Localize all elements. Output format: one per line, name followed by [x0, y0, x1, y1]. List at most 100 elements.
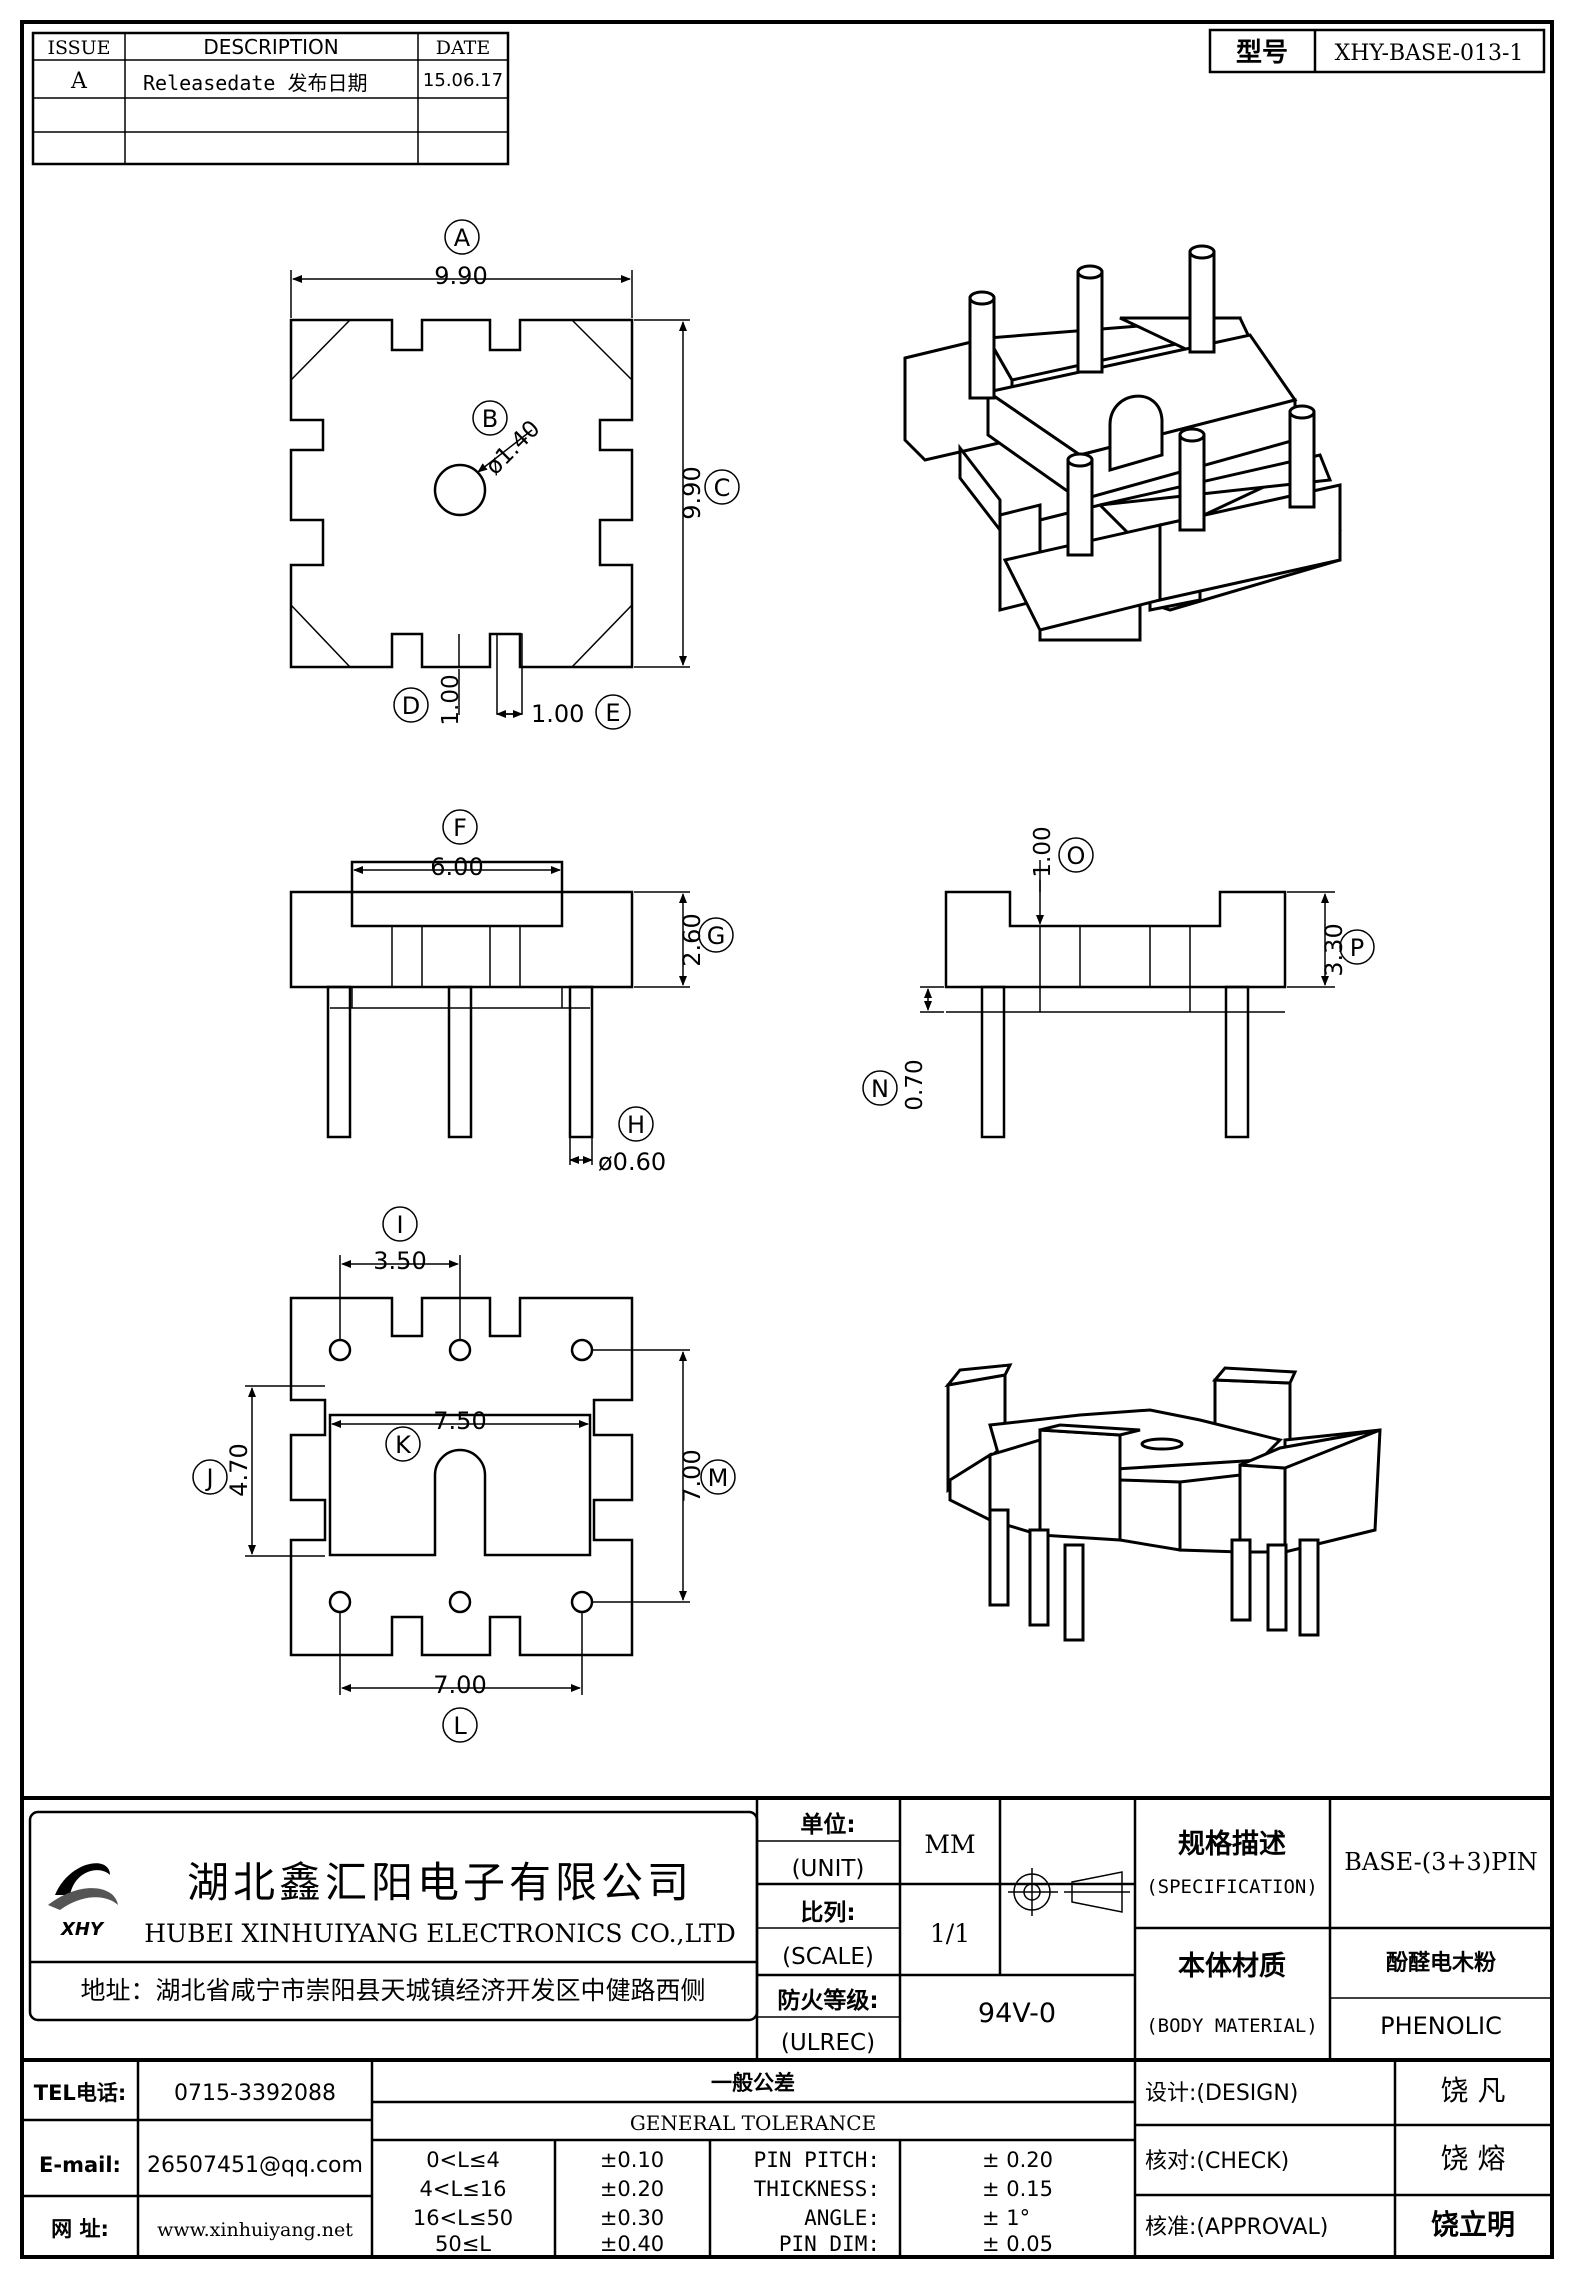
- callout-G: G: [707, 922, 726, 950]
- dim-G: 2.60: [678, 913, 706, 966]
- tolerance-title-cn: 一般公差: [711, 2071, 795, 2095]
- email-value: 26507451@qq.com: [147, 2153, 363, 2178]
- callout-K: K: [395, 1431, 412, 1459]
- spec-label-cn: 规格描述: [1178, 1829, 1286, 1860]
- bottom-view: 3.50 7.50 4.70 7.00 7.00: [225, 1247, 706, 1699]
- side-view: 1.00 3.30 0.70: [902, 826, 1348, 1139]
- design-name: 饶 凡: [1441, 2074, 1506, 2107]
- dim-M: 7.00: [678, 1449, 706, 1502]
- dim-P: 3.30: [1320, 923, 1348, 976]
- dim-L: 7.00: [433, 1671, 486, 1699]
- dim-K: 7.50: [433, 1407, 486, 1435]
- fire-label-cn: 防火等级:: [777, 1987, 878, 2014]
- callout-B: B: [482, 405, 498, 433]
- callout-H: H: [627, 1111, 645, 1139]
- angle-value: ± 1°: [982, 2206, 1030, 2230]
- callout-P: P: [1350, 934, 1364, 962]
- revision-table: ISSUE DESCRIPTION DATE A Releasedate 发布日…: [31, 31, 510, 166]
- isometric-view-bottom: [944, 1363, 1382, 1642]
- spec-label-en: (SPECIFICATION): [1146, 1876, 1318, 1898]
- callout-N: N: [871, 1075, 889, 1103]
- tol-range-2: 4<L≤16: [420, 2177, 507, 2201]
- dim-O: 1.00: [1030, 826, 1056, 877]
- dim-J: 4.70: [225, 1443, 253, 1496]
- callouts: A B C D E F G H I J K L M N O P: [192, 219, 1375, 1743]
- dim-I: 3.50: [373, 1247, 426, 1275]
- top-view: 9.90 ø1.40 9.90 1.00 1.00: [289, 262, 706, 728]
- unit-label-cn: 单位:: [800, 1811, 855, 1838]
- callout-D: D: [402, 692, 420, 720]
- scale-value: 1/1: [930, 1919, 970, 1948]
- unit-value: MM: [924, 1830, 975, 1859]
- tol-value-3: ±0.30: [600, 2206, 664, 2230]
- dim-F: 6.00: [430, 853, 483, 881]
- projection-symbol-icon: [1008, 1868, 1130, 1916]
- tol-value-4: ±0.40: [600, 2232, 664, 2256]
- tol-range-4: 50≤L: [435, 2232, 491, 2256]
- description-header: DESCRIPTION: [203, 35, 338, 59]
- tel-label: TEL电话:: [34, 2081, 126, 2105]
- tol-value-2: ±0.20: [600, 2177, 664, 2201]
- sheet-border: [20, 20, 1554, 2259]
- material-value-cn: 酚醛电木粉: [1386, 1951, 1496, 1976]
- callout-I: I: [396, 1211, 403, 1239]
- callout-L: L: [453, 1712, 467, 1740]
- spec-value: BASE-(3+3)PIN: [1344, 1848, 1538, 1876]
- company-address: 地址：湖北省咸宁市崇阳县天城镇经济开发区中健路西侧: [80, 1976, 705, 2005]
- check-label: 核对:(CHECK): [1145, 2149, 1289, 2174]
- scale-label-en: (SCALE): [782, 1944, 874, 1970]
- issue-value: A: [70, 69, 88, 94]
- callout-A: A: [454, 224, 471, 252]
- model-value: XHY-BASE-013-1: [1335, 41, 1524, 66]
- model-label: 型号: [1236, 38, 1288, 68]
- material-value-en: PHENOLIC: [1380, 2012, 1502, 2040]
- center-hole: [433, 463, 487, 517]
- approval-label: 核准:(APPROVAL): [1145, 2215, 1328, 2240]
- design-label: 设计:(DESIGN): [1145, 2081, 1298, 2106]
- tol-range-1: 0<L≤4: [426, 2148, 500, 2172]
- thickness-label: THICKNESS:: [754, 2177, 880, 2201]
- pin-dim-label: PIN DIM:: [779, 2232, 880, 2256]
- unit-label-en: (UNIT): [792, 1856, 865, 1882]
- dim-H: ø0.60: [598, 1148, 666, 1176]
- material-label-cn: 本体材质: [1178, 1951, 1286, 1982]
- dim-A: 9.90: [434, 262, 487, 290]
- tol-range-3: 16<L≤50: [413, 2206, 513, 2230]
- dim-C: 9.90: [678, 466, 706, 519]
- callout-C: C: [714, 474, 731, 502]
- description-value: Releasedate 发布日期: [143, 71, 368, 95]
- callout-O: O: [1067, 842, 1086, 870]
- company-name-en: HUBEI XINHUIYANG ELECTRONICS CO.,LTD: [144, 1919, 736, 1948]
- callout-M: M: [708, 1464, 729, 1492]
- check-name: 饶 熔: [1441, 2142, 1506, 2175]
- web-value: www.xinhuiyang.net: [157, 2219, 353, 2241]
- pin-dim-value: ± 0.05: [982, 2232, 1053, 2256]
- material-label-en: (BODY MATERIAL): [1146, 2015, 1318, 2037]
- date-value: 15.06.17: [423, 70, 503, 91]
- tel-value: 0715-3392088: [174, 2081, 336, 2106]
- callout-E: E: [605, 699, 620, 727]
- fire-label-en: (ULREC): [781, 2030, 875, 2056]
- fire-value: 94V-0: [978, 1998, 1056, 2029]
- thickness-value: ± 0.15: [982, 2177, 1053, 2201]
- email-label: E-mail:: [39, 2153, 121, 2177]
- pin-pitch-value: ± 0.20: [982, 2148, 1053, 2172]
- pin-pitch-label: PIN PITCH:: [754, 2148, 880, 2172]
- front-view: 6.00 2.60 ø0.60: [289, 853, 706, 1176]
- isometric-view-top: [903, 244, 1342, 642]
- company-logo: XHY: [48, 1863, 118, 1940]
- title-block: XHY 湖北鑫汇阳电子有限公司 HUBEI XINHUIYANG ELECTRO…: [22, 1796, 1552, 2257]
- callout-F: F: [453, 814, 467, 842]
- dim-D: 1.00: [438, 674, 464, 725]
- callout-J: J: [204, 1464, 213, 1492]
- issue-header: ISSUE: [47, 37, 110, 59]
- dim-N: 0.70: [902, 1059, 928, 1110]
- web-label: 网 址:: [51, 2217, 109, 2241]
- tol-value-1: ±0.10: [600, 2148, 664, 2172]
- dim-E: 1.00: [531, 700, 584, 728]
- logo-text: XHY: [60, 1919, 105, 1940]
- scale-label-cn: 比列:: [800, 1900, 855, 1926]
- model-box: 型号 XHY-BASE-013-1: [1208, 28, 1546, 74]
- tolerance-title-en: GENERAL TOLERANCE: [630, 2111, 876, 2135]
